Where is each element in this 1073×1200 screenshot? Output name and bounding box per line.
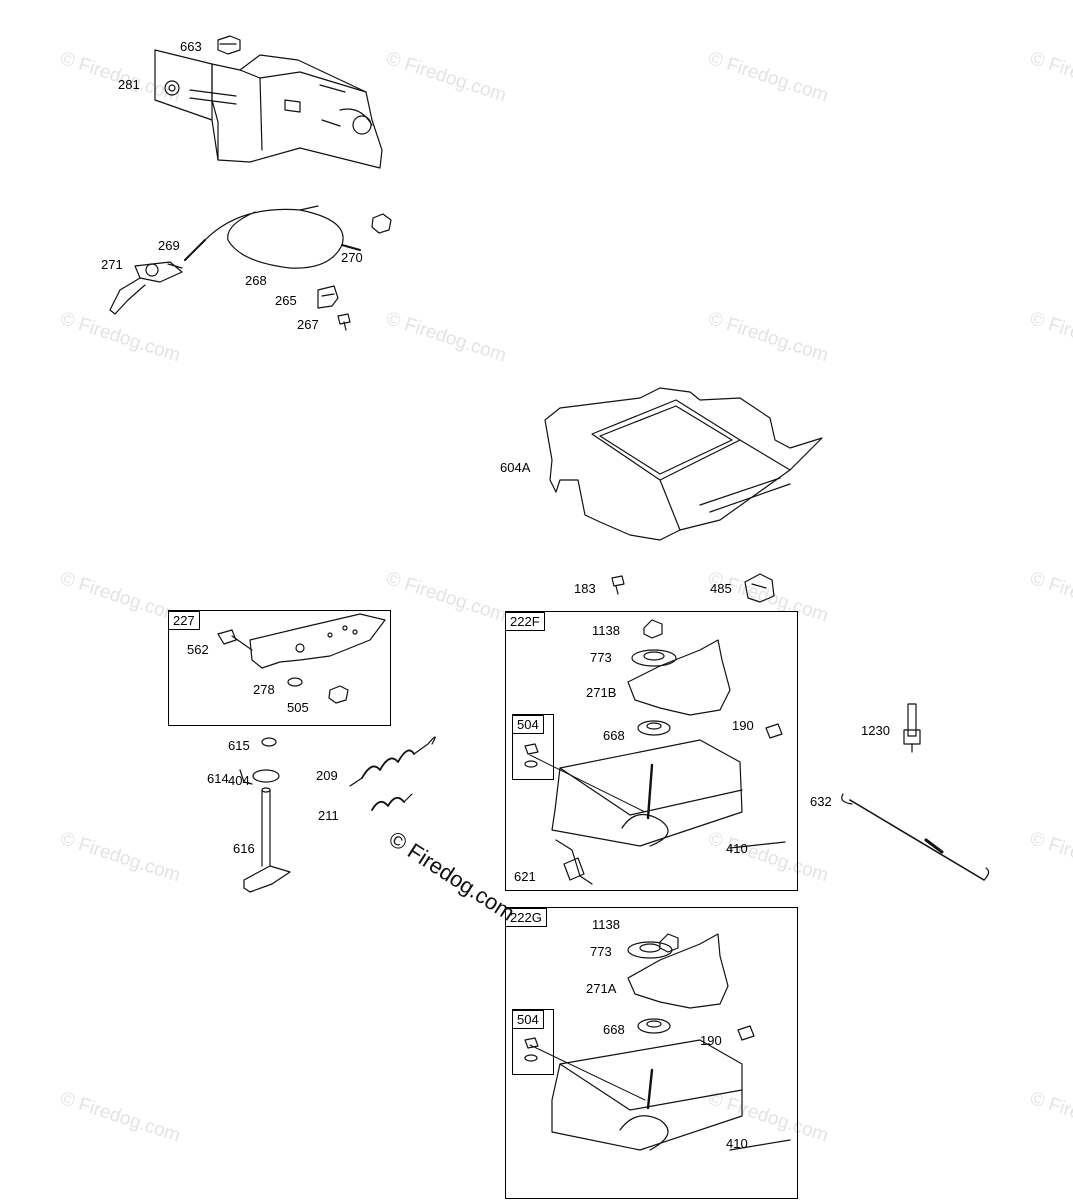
clip-485-drawing bbox=[744, 573, 775, 603]
cable-268-drawing bbox=[184, 205, 361, 269]
nut-270-drawing bbox=[371, 213, 392, 234]
screw-267-drawing bbox=[337, 313, 351, 331]
lever-271-drawing bbox=[109, 261, 183, 315]
part-label-265: 265 bbox=[275, 293, 297, 308]
part-label-271A: 271A bbox=[586, 981, 617, 996]
part-label-270: 270 bbox=[341, 250, 363, 265]
part-504-drawing bbox=[524, 743, 539, 755]
shroud-604A-drawing bbox=[544, 387, 823, 541]
part-label-1230: 1230 bbox=[861, 723, 890, 738]
part-504-drawing bbox=[524, 1037, 539, 1049]
group-222F-title: 222F bbox=[505, 612, 545, 631]
group-504-title: 504 bbox=[512, 1010, 544, 1029]
part-label-209: 209 bbox=[316, 768, 338, 783]
part-label-485: 485 bbox=[710, 581, 732, 596]
group-222F-box bbox=[505, 611, 798, 891]
part-label-183: 183 bbox=[574, 581, 596, 596]
bolt-663-drawing bbox=[217, 35, 241, 55]
part-label-190: 190 bbox=[700, 1033, 722, 1048]
group-227-box bbox=[168, 610, 391, 726]
part-label-621: 621 bbox=[514, 869, 536, 884]
part-label-616: 616 bbox=[233, 841, 255, 856]
part-label-211: 211 bbox=[318, 808, 339, 823]
washer-615-drawing bbox=[261, 737, 277, 747]
part-label-404: 404 bbox=[228, 773, 250, 788]
bracket-281-drawing bbox=[154, 49, 383, 169]
part-label-604A: 604A bbox=[500, 460, 531, 475]
clip-265-drawing bbox=[317, 285, 339, 309]
part-label-1138: 1138 bbox=[592, 917, 620, 932]
spring-209-drawing bbox=[349, 736, 436, 787]
rod-632-drawing bbox=[841, 793, 990, 881]
part-label-562: 562 bbox=[187, 642, 209, 657]
part-label-267: 267 bbox=[297, 317, 319, 332]
group-222G-drawing bbox=[529, 933, 791, 1151]
group-504-box bbox=[512, 714, 554, 780]
screw-183-drawing bbox=[611, 575, 625, 595]
stud-1230-drawing bbox=[903, 703, 921, 753]
group-504-box bbox=[512, 1009, 554, 1075]
group-222G-box bbox=[505, 907, 798, 1199]
group-227-drawing bbox=[217, 613, 386, 704]
part-504-drawing bbox=[524, 1054, 538, 1062]
part-label-268: 268 bbox=[245, 273, 267, 288]
pin-614-drawing bbox=[239, 769, 253, 785]
part-label-663: 663 bbox=[180, 39, 202, 54]
part-label-1138: 1138 bbox=[592, 623, 620, 638]
part-label-615: 615 bbox=[228, 738, 250, 753]
group-227-title: 227 bbox=[168, 611, 200, 630]
washer-404-drawing bbox=[252, 769, 280, 783]
part-label-190: 190 bbox=[732, 718, 754, 733]
part-label-269: 269 bbox=[158, 238, 180, 253]
part-label-271B: 271B bbox=[586, 685, 617, 700]
group-222G-title: 222G bbox=[505, 908, 547, 927]
part-label-668: 668 bbox=[603, 1022, 625, 1037]
part-label-410: 410 bbox=[726, 1136, 748, 1151]
part-label-668: 668 bbox=[603, 728, 625, 743]
part-label-271: 271 bbox=[101, 257, 123, 272]
spring-211-drawing bbox=[371, 793, 413, 811]
part-label-632: 632 bbox=[810, 794, 832, 809]
part-label-505: 505 bbox=[287, 700, 309, 715]
part-label-614: 614 bbox=[207, 771, 229, 786]
group-504-title: 504 bbox=[512, 715, 544, 734]
shaft-616-drawing bbox=[243, 787, 291, 893]
group-222F-drawing bbox=[529, 619, 786, 885]
part-label-773: 773 bbox=[590, 944, 612, 959]
part-504-drawing bbox=[524, 760, 538, 768]
part-label-410: 410 bbox=[726, 841, 748, 856]
part-label-278: 278 bbox=[253, 682, 275, 697]
part-label-773: 773 bbox=[590, 650, 612, 665]
part-label-281: 281 bbox=[118, 77, 140, 92]
